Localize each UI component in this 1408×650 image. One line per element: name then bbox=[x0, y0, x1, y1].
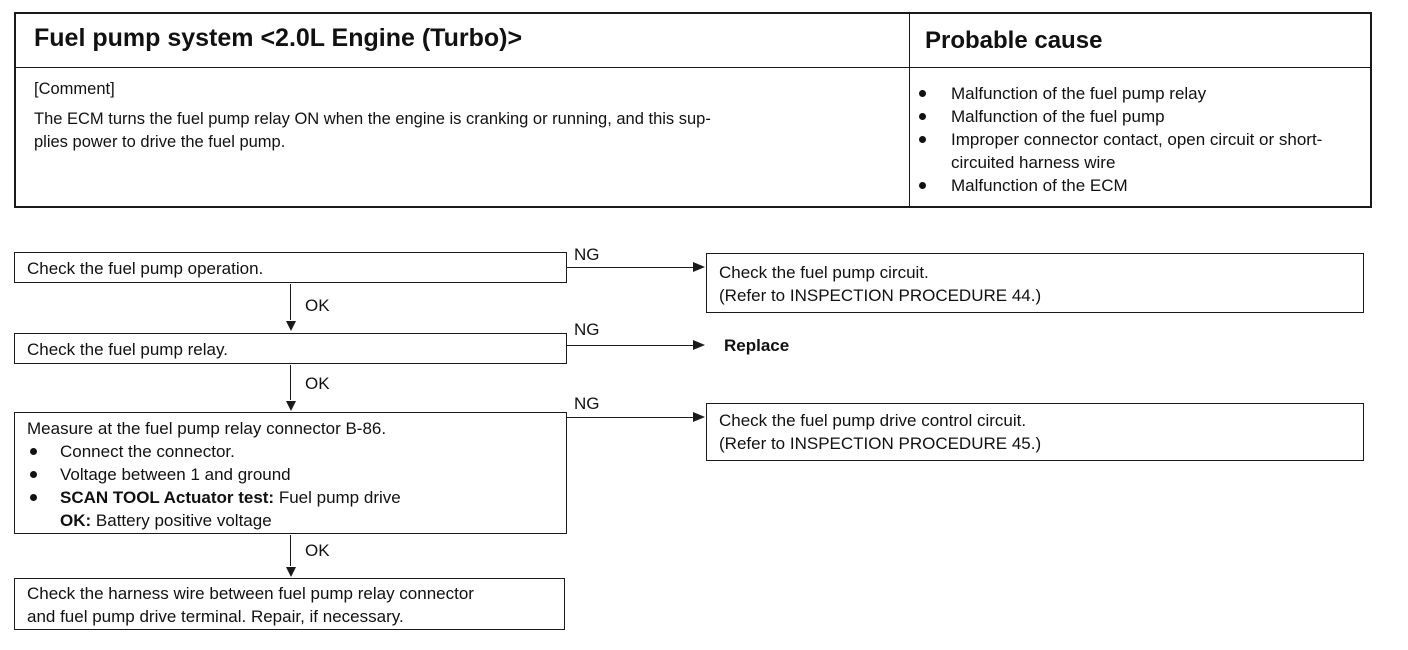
ng-connector-3 bbox=[567, 417, 694, 418]
arrow-right-icon bbox=[693, 262, 705, 272]
step4-line-2: and fuel pump drive terminal. Repair, if… bbox=[27, 607, 404, 626]
ng3-line-1: Check the fuel pump drive control circui… bbox=[719, 411, 1027, 430]
cause-item: Malfunction of the ECM bbox=[916, 174, 1366, 197]
ng-label-2: NG bbox=[574, 320, 600, 339]
arrow-down-icon bbox=[286, 321, 296, 331]
ng1-line-1: Check the fuel pump circuit. bbox=[719, 263, 929, 282]
comment-line-1: The ECM turns the fuel pump relay ON whe… bbox=[34, 110, 711, 128]
cause-item: Malfunction of the fuel pump bbox=[916, 105, 1366, 128]
arrow-down-icon bbox=[286, 401, 296, 411]
header-divider-horizontal bbox=[14, 67, 1372, 68]
ok-criterion-text: Battery positive voltage bbox=[91, 511, 272, 530]
step-check-fuel-pump-operation: Check the fuel pump operation. bbox=[14, 252, 567, 283]
ng-label-1: NG bbox=[574, 245, 600, 264]
step2-text: Check the fuel pump relay. bbox=[27, 340, 228, 359]
measure-item-scan-tool: SCAN TOOL Actuator test: Fuel pump drive bbox=[27, 486, 554, 509]
ng-check-fuel-pump-circuit: Check the fuel pump circuit. (Refer to I… bbox=[706, 253, 1364, 313]
header-table bbox=[14, 12, 1372, 208]
cause-item: Malfunction of the fuel pump relay bbox=[916, 82, 1366, 105]
ok-criterion-label: OK: bbox=[60, 511, 92, 530]
measure-item-voltage: Voltage between 1 and ground bbox=[27, 463, 554, 486]
scan-tool-label: SCAN TOOL Actuator test: bbox=[60, 488, 275, 507]
probable-cause-heading: Probable cause bbox=[925, 27, 1103, 54]
arrow-down-icon bbox=[286, 567, 296, 577]
ng-check-drive-control-circuit: Check the fuel pump drive control circui… bbox=[706, 403, 1364, 461]
step1-text: Check the fuel pump operation. bbox=[27, 259, 264, 278]
ng-connector-2 bbox=[567, 345, 694, 346]
table-title: Fuel pump system <2.0L Engine (Turbo)> bbox=[34, 24, 523, 52]
step-check-harness-wire: Check the harness wire between fuel pump… bbox=[14, 578, 565, 630]
comment-text: The ECM turns the fuel pump relay ON whe… bbox=[34, 108, 894, 154]
step3-title: Measure at the fuel pump relay connector… bbox=[27, 419, 387, 438]
cause-item: Improper connector contact, open circuit… bbox=[916, 128, 1366, 174]
ng-label-3: NG bbox=[574, 394, 600, 413]
ok-connector-3 bbox=[290, 535, 291, 566]
arrow-right-icon bbox=[693, 340, 705, 350]
scan-tool-text: Fuel pump drive bbox=[274, 488, 401, 507]
ok-label-2: OK bbox=[305, 374, 330, 393]
step-check-fuel-pump-relay: Check the fuel pump relay. bbox=[14, 333, 567, 364]
step4-line-1: Check the harness wire between fuel pump… bbox=[27, 584, 474, 603]
comment-label: [Comment] bbox=[34, 80, 115, 98]
ng-connector-1 bbox=[567, 267, 694, 268]
ok-connector-2 bbox=[290, 365, 291, 400]
comment-line-2: plies power to drive the fuel pump. bbox=[34, 133, 286, 151]
step-measure-relay-connector: Measure at the fuel pump relay connector… bbox=[14, 412, 567, 534]
arrow-right-icon bbox=[693, 412, 705, 422]
ok-label-1: OK bbox=[305, 296, 330, 315]
measure-item-connect: Connect the connector. bbox=[27, 440, 554, 463]
ng3-line-2: (Refer to INSPECTION PROCEDURE 45.) bbox=[719, 434, 1042, 453]
ng1-line-2: (Refer to INSPECTION PROCEDURE 44.) bbox=[719, 286, 1042, 305]
measure-list: Connect the connector. Voltage between 1… bbox=[27, 440, 554, 532]
measure-ok-criterion: OK: Battery positive voltage bbox=[27, 509, 554, 532]
ok-connector-1 bbox=[290, 284, 291, 320]
ng-replace-label: Replace bbox=[724, 336, 790, 355]
header-divider-vertical bbox=[909, 12, 910, 208]
ok-label-3: OK bbox=[305, 541, 330, 560]
probable-cause-list: Malfunction of the fuel pump relay Malfu… bbox=[916, 82, 1366, 197]
